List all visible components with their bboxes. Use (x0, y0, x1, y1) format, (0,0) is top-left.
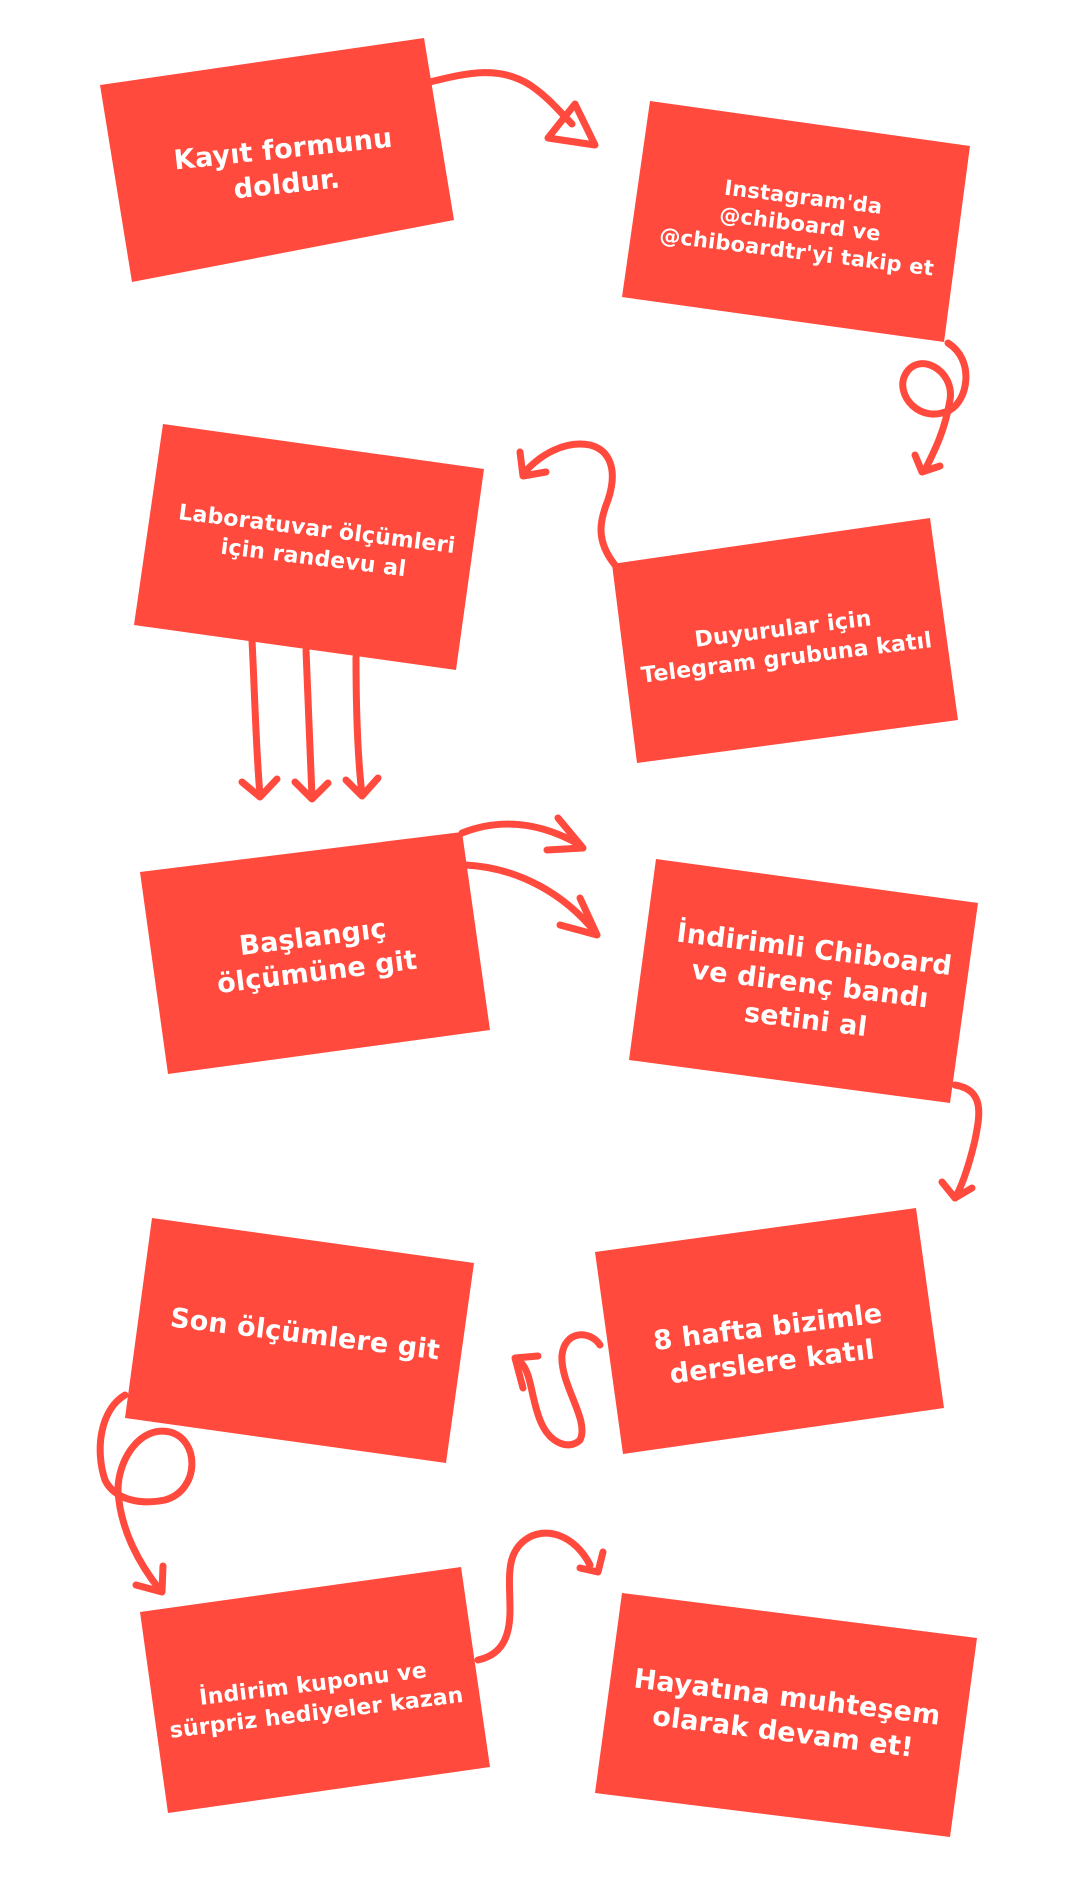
arrow-3-to-4 (521, 440, 619, 569)
step-card-6 (629, 859, 978, 1103)
arrow-9-to-10 (474, 1529, 594, 1664)
step-card-9 (140, 1567, 490, 1813)
arrow-8-to-9 (96, 1391, 196, 1594)
arrow-head-icon (291, 778, 332, 803)
step-card-2 (622, 101, 970, 342)
step-card-7 (595, 1208, 944, 1454)
arrow-5-to-6-b (462, 861, 599, 936)
arrow-6-to-7 (951, 1081, 983, 1202)
arrow-head-icon (342, 774, 382, 800)
step-card-4 (134, 424, 484, 670)
arrow-head-icon (938, 1178, 976, 1202)
arrow-head-icon (511, 1352, 542, 1392)
step-card-10 (595, 1593, 977, 1837)
arrow-head-icon (132, 1562, 167, 1596)
arrow-head-triangle-icon (544, 100, 599, 149)
arrow-1-to-2 (426, 69, 576, 128)
arrow-head-icon (576, 1548, 607, 1576)
step-card-1 (100, 38, 454, 282)
arrow-head-icon (911, 451, 944, 476)
step-card-8 (125, 1218, 474, 1463)
step-8-line-1: Son ölçümlere git (168, 1303, 442, 1367)
arrow-4-to-5-c (352, 653, 366, 799)
arrow-2-to-3 (899, 339, 970, 474)
step-card-5 (140, 832, 490, 1074)
arrow-4-to-5-b (302, 646, 316, 801)
arrow-7-to-8 (514, 1331, 604, 1449)
arrow-head-icon (516, 448, 550, 480)
arrow-head-icon (556, 894, 601, 939)
step-card-3 (612, 518, 958, 763)
arrow-head-icon (238, 775, 281, 801)
arrow-head-icon (543, 814, 587, 854)
arrow-5-to-6-a (458, 820, 584, 849)
arrow-4-to-5-a (248, 636, 264, 799)
